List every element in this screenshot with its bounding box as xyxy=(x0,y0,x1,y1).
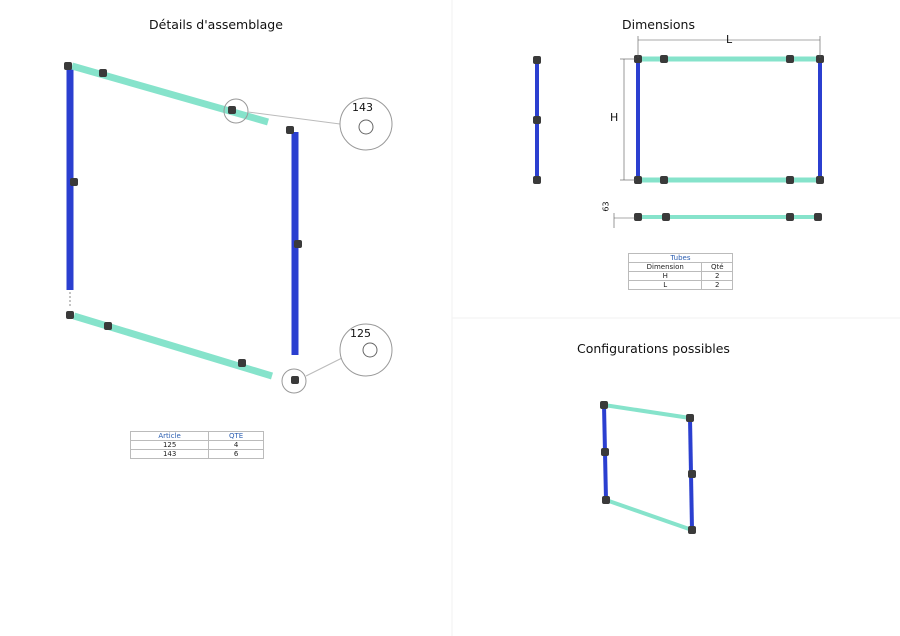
elbow-fitting xyxy=(64,62,72,70)
assembly-title: Détails d'assemblage xyxy=(149,17,283,32)
configurations-title: Configurations possibles xyxy=(577,341,730,356)
configuration-view xyxy=(600,401,696,534)
dimension-length: L xyxy=(726,33,733,46)
callout-ring xyxy=(223,98,249,124)
callout-label: 143 xyxy=(352,101,373,114)
dimension-height: H xyxy=(610,111,619,124)
dimensions-title: Dimensions xyxy=(622,17,695,32)
dimensions-view xyxy=(533,36,824,228)
callout-143 xyxy=(339,97,393,151)
callout-label: 125 xyxy=(350,327,371,340)
dimension-depth: 63 xyxy=(601,201,611,212)
assembly-view xyxy=(64,62,393,394)
callout-125 xyxy=(339,323,393,377)
